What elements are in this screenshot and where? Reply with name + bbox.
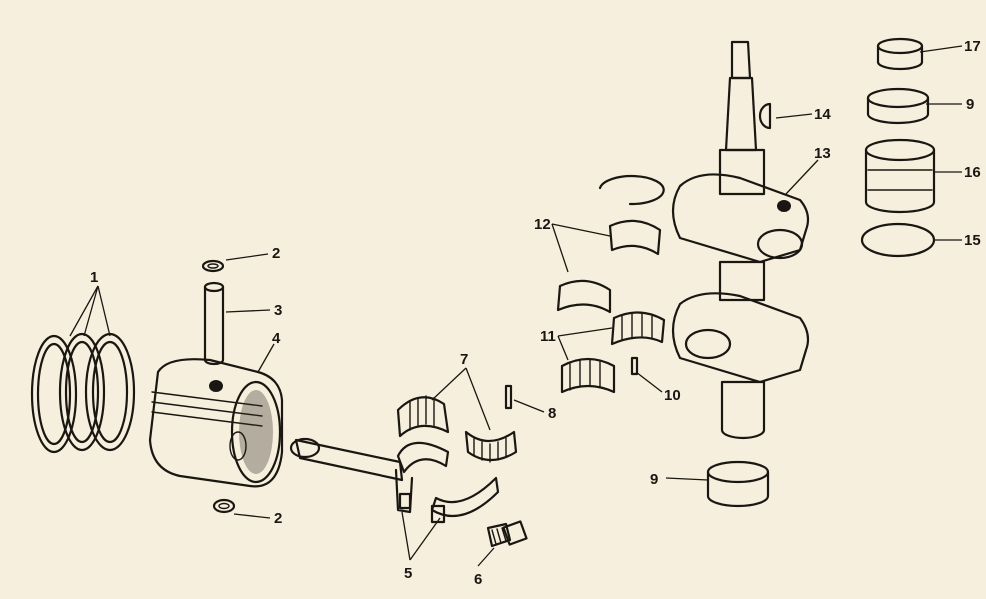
callout-16: 16: [964, 164, 981, 181]
callout-12: 12: [534, 216, 551, 233]
retaining-ring: [598, 174, 665, 206]
bearing-race-upper: [866, 87, 930, 125]
rod-bolt: [486, 520, 528, 548]
rod-needle-bearing-left: [396, 395, 450, 438]
rod-cap: [430, 476, 500, 524]
callout-labels: 1 2 2 3 4 5 6 7 8 9 9 10 11 12 13 14 15 …: [90, 38, 981, 588]
bushing: [876, 37, 924, 71]
rod-needle-bearing-right: [464, 430, 518, 463]
main-bearing: [864, 138, 936, 214]
callout-2-bottom: 2: [274, 510, 282, 527]
callout-6: 6: [474, 571, 482, 588]
crankshaft: [671, 40, 810, 440]
connecting-rod: [289, 437, 450, 514]
bearing-pin: [504, 384, 513, 410]
callout-2-top: 2: [272, 245, 280, 262]
callout-3: 3: [274, 302, 282, 319]
callout-4: 4: [272, 330, 281, 347]
callout-11: 11: [540, 328, 556, 345]
wrist-pin-clip-top: [201, 259, 225, 273]
callout-15: 15: [964, 232, 981, 249]
callout-9-upper: 9: [966, 96, 974, 113]
callout-1: 1: [90, 269, 98, 286]
callout-7: 7: [460, 351, 468, 368]
callout-14: 14: [814, 106, 831, 123]
callout-9-lower: 9: [650, 471, 658, 488]
callout-10: 10: [664, 387, 681, 404]
bearing-race-lower: [706, 460, 770, 508]
woodruff-key: [758, 102, 772, 130]
o-ring: [860, 222, 936, 258]
leader-lines: [69, 45, 963, 567]
wrist-pin-clip-bottom: [212, 498, 236, 514]
wrist-pin: [203, 281, 225, 366]
callout-8: 8: [548, 405, 556, 422]
crank-pin-dowel: [630, 356, 639, 376]
bearing-shell-lower: [556, 279, 612, 314]
piston: [148, 358, 284, 488]
piston-rings: [30, 332, 136, 454]
needle-cage-upper: [610, 311, 666, 346]
bearing-shell-upper: [608, 219, 662, 256]
callout-5: 5: [404, 565, 412, 582]
needle-cage-lower: [560, 357, 616, 394]
callout-13: 13: [814, 145, 831, 162]
callout-17: 17: [964, 38, 981, 55]
